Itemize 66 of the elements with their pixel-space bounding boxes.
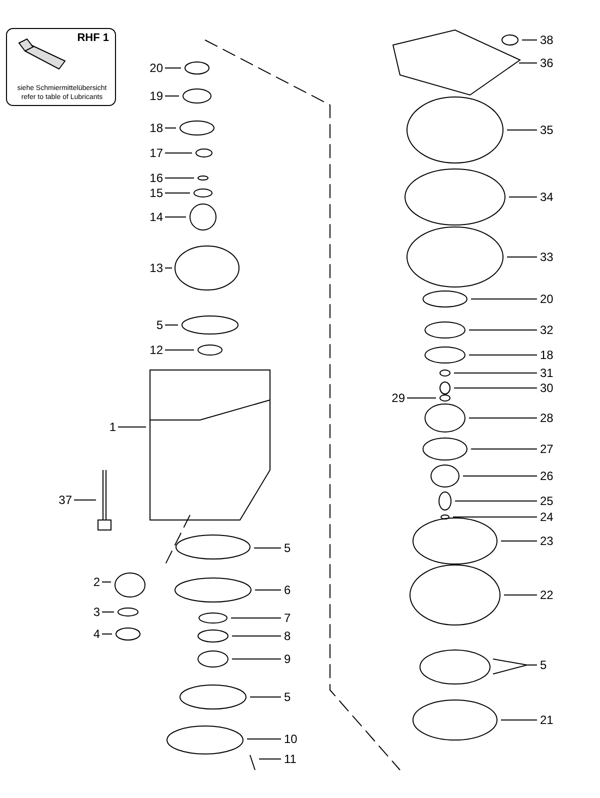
callout-number: 19 (150, 89, 163, 103)
leader-line (164, 192, 190, 194)
leader-line (518, 62, 538, 64)
callout-number: 17 (150, 146, 163, 160)
callout-number: 33 (540, 250, 554, 264)
callout-number: 38 (540, 33, 554, 47)
leader-line (164, 152, 192, 154)
callout-number: 22 (540, 588, 554, 602)
callout-number: 27 (540, 442, 554, 456)
leader-line (454, 500, 538, 502)
leader-line (492, 664, 538, 674)
callout-number: 26 (540, 469, 554, 483)
lubricant-note-card (6, 28, 116, 106)
leader-line (506, 256, 538, 258)
callout-number: 5 (284, 541, 291, 555)
callout-number: 29 (392, 391, 405, 405)
leader-line (232, 658, 282, 660)
leader-line (164, 216, 186, 218)
callout-number: 5 (156, 318, 163, 332)
leader-line (258, 758, 282, 760)
callout-number: 2 (93, 575, 100, 589)
callout-number: 5 (540, 658, 547, 672)
callout-number: 5 (284, 690, 291, 704)
callout-number: 23 (540, 534, 554, 548)
leader-line (164, 324, 178, 326)
callout-number: 7 (284, 611, 291, 625)
callout-number: 13 (150, 261, 163, 275)
callout-number: 1 (109, 420, 116, 434)
callout-number: 4 (93, 627, 100, 641)
leader-line (118, 426, 146, 428)
callout-number: 11 (284, 752, 296, 766)
callout-number: 28 (540, 411, 554, 425)
callout-number: 15 (150, 186, 163, 200)
leader-line (470, 298, 538, 300)
callout-number: 36 (540, 56, 554, 70)
leader-line (454, 372, 538, 374)
lubricant-code: RHF 1 (77, 32, 109, 44)
callout-number: 16 (150, 171, 163, 185)
callout-number: 20 (540, 292, 554, 306)
callout-number: 32 (540, 323, 554, 337)
callout-number: 14 (150, 210, 163, 224)
leader-line (452, 516, 538, 518)
callout-number: 31 (540, 366, 554, 380)
callout-number: 12 (150, 343, 163, 357)
callout-number: 8 (284, 629, 291, 643)
callout-number: 3 (93, 605, 100, 619)
leader-line (504, 594, 538, 596)
callout-number: 20 (150, 61, 163, 75)
callout-number: 34 (540, 190, 554, 204)
callout-number: 35 (540, 123, 554, 137)
leader-line (500, 540, 538, 542)
callout-number: 21 (540, 713, 554, 727)
leader-line (470, 448, 538, 450)
callout-number: 18 (540, 348, 554, 362)
callout-number: 18 (150, 121, 163, 135)
callout-number: 10 (284, 732, 298, 746)
callout-number: 25 (540, 494, 554, 508)
callout-number: 6 (284, 583, 291, 597)
callout-number: 24 (540, 510, 554, 524)
callout-number: 9 (284, 652, 291, 666)
leader-line (468, 354, 538, 356)
callout-number: 30 (540, 381, 554, 395)
leader-line (250, 696, 282, 698)
leader-line (508, 196, 538, 198)
callout-number: 37 (58, 493, 72, 507)
leader-line (246, 738, 282, 740)
